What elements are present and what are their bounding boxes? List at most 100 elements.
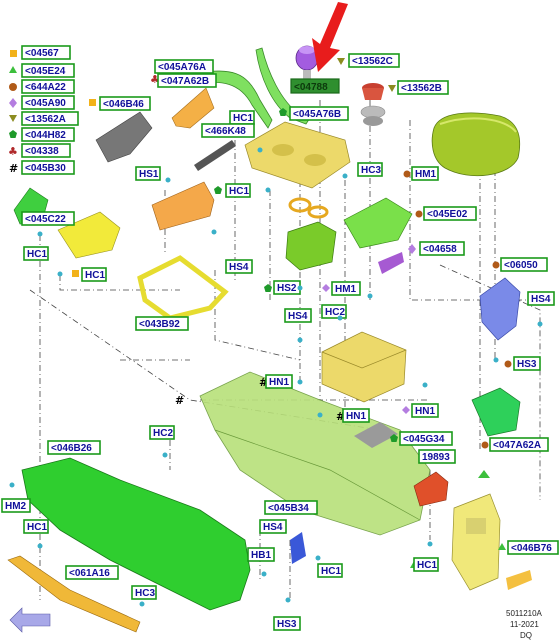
svg-text:HC1: HC1 bbox=[321, 566, 341, 577]
callout-13562C: <13562C bbox=[337, 53, 400, 68]
svg-text:HS4: HS4 bbox=[531, 294, 551, 305]
pentagon-icon bbox=[264, 284, 272, 292]
club-icon: ♣ bbox=[150, 73, 160, 86]
callout-19893: 19893 bbox=[418, 449, 456, 464]
svg-text:<061A16: <061A16 bbox=[69, 568, 110, 579]
callout-047A62B: ♣ <047A62B bbox=[150, 73, 217, 88]
part-047A62A bbox=[471, 387, 521, 437]
legend-label: <13562A bbox=[25, 114, 66, 125]
callout-hn1-c: HN1 bbox=[402, 403, 439, 418]
callout-hm2: HM2 bbox=[1, 498, 31, 513]
svg-text:<04788: <04788 bbox=[294, 82, 328, 93]
legend-label: <644A22 bbox=[25, 82, 66, 93]
hash-icon: # bbox=[9, 162, 18, 175]
diamond-icon bbox=[408, 244, 416, 254]
svg-text:<047A62B: <047A62B bbox=[161, 76, 209, 87]
legend-label: <045A90 bbox=[25, 98, 66, 109]
diamond-icon bbox=[402, 406, 410, 414]
callout-045E02: <045E02 bbox=[415, 206, 477, 221]
legend-item-square: <04567 bbox=[10, 45, 71, 60]
callout-061A16: <061A16 bbox=[65, 565, 119, 580]
part-043B92 bbox=[137, 255, 229, 321]
pentagon-icon bbox=[9, 130, 17, 138]
pentagon-icon bbox=[279, 108, 287, 116]
svg-text:<13562C: <13562C bbox=[352, 56, 393, 67]
callout-hc1-c: HC1 bbox=[23, 246, 49, 261]
svg-text:<046B76: <046B76 bbox=[511, 543, 552, 554]
legend-item-hash: # <045B30 bbox=[9, 160, 75, 175]
svg-text:<045B34: <045B34 bbox=[268, 503, 309, 514]
svg-text:<466K48: <466K48 bbox=[205, 126, 246, 137]
part-rear-panel bbox=[451, 493, 501, 591]
callout-043B92: <043B92 bbox=[135, 316, 189, 331]
front-direction-arrow-icon bbox=[9, 607, 51, 633]
svg-text:HN1: HN1 bbox=[415, 406, 435, 417]
callout-hc3-b: HC3 bbox=[131, 585, 157, 600]
svg-text:HS4: HS4 bbox=[263, 522, 283, 533]
part-047A62B bbox=[171, 87, 215, 129]
callout-045B34: <045B34 bbox=[264, 500, 318, 515]
callout-045A76B: <045A76B bbox=[279, 106, 349, 121]
callout-hs4-b: HS4 bbox=[527, 291, 555, 306]
legend-label: <044H82 bbox=[25, 130, 66, 141]
part-045G34 bbox=[354, 422, 398, 448]
circle-icon bbox=[9, 83, 17, 91]
callout-045A76A: <045A76A bbox=[154, 59, 214, 74]
square-icon bbox=[89, 99, 96, 106]
part-466K48 bbox=[194, 140, 236, 171]
assembly-lines bbox=[29, 100, 541, 600]
svg-text:<046B46: <046B46 bbox=[103, 99, 144, 110]
legend-label: <045B30 bbox=[25, 163, 66, 174]
svg-text:<045G34: <045G34 bbox=[403, 434, 445, 445]
svg-text:HC1: HC1 bbox=[85, 270, 105, 281]
svg-text:HC1: HC1 bbox=[233, 113, 253, 124]
svg-text:HS4: HS4 bbox=[288, 311, 308, 322]
triangle-up-icon bbox=[9, 66, 17, 73]
part-06050 bbox=[479, 277, 521, 341]
drawing-date: 11-2021 bbox=[510, 620, 539, 629]
part-046B46 bbox=[95, 111, 153, 163]
circle-icon bbox=[492, 261, 500, 269]
part-ring-pieces bbox=[288, 197, 329, 219]
svg-text:HC2: HC2 bbox=[325, 307, 345, 318]
triangle-down-icon bbox=[9, 115, 17, 122]
part-045B34 bbox=[290, 532, 306, 564]
svg-text:19893: 19893 bbox=[422, 452, 450, 463]
hash-icon: # bbox=[336, 410, 345, 423]
svg-text:HS4: HS4 bbox=[229, 262, 249, 273]
callout-hb1: HB1 bbox=[247, 547, 275, 562]
drawing-code: DQ bbox=[520, 631, 532, 640]
callout-045G34: <045G34 bbox=[390, 431, 453, 446]
pentagon-icon bbox=[214, 186, 222, 194]
fastener-markers bbox=[9, 147, 543, 607]
callout-047A62A: <047A62A bbox=[481, 437, 549, 452]
square-icon bbox=[72, 270, 79, 277]
callout-hc1-e: HC1 bbox=[23, 519, 49, 534]
callout-hc2: HC2 bbox=[149, 425, 175, 440]
part-13562C bbox=[362, 83, 384, 100]
svg-text:HC3: HC3 bbox=[135, 588, 155, 599]
callout-hc1-d: HC1 bbox=[72, 267, 107, 282]
part-19893 bbox=[413, 471, 449, 507]
legend-item-pentagon: <044H82 bbox=[9, 127, 75, 142]
part-orange-panel bbox=[151, 181, 215, 231]
diamond-icon bbox=[322, 284, 330, 292]
legend-item-circle: <644A22 bbox=[9, 79, 75, 94]
pentagon-icon bbox=[390, 434, 398, 442]
diamond-icon bbox=[9, 98, 17, 108]
part-center-bin bbox=[321, 331, 407, 403]
callout-hs4-d: HS4 bbox=[259, 519, 287, 534]
callout-hm1-a: HM1 bbox=[403, 166, 439, 181]
callout-hc1-f: HC1 bbox=[317, 563, 343, 578]
svg-text:HS3: HS3 bbox=[517, 359, 537, 370]
legend-item-diamond: <045A90 bbox=[9, 95, 75, 110]
callout-06050: <06050 bbox=[492, 257, 548, 272]
circle-icon bbox=[403, 170, 411, 178]
callout-hs2: HS2 bbox=[264, 280, 301, 295]
part-046B26 bbox=[21, 457, 251, 611]
svg-text:<06050: <06050 bbox=[504, 260, 538, 271]
svg-text:<046B26: <046B26 bbox=[51, 443, 92, 454]
hash-icon: # bbox=[175, 394, 184, 407]
drawing-id: 5011210A bbox=[506, 609, 543, 618]
